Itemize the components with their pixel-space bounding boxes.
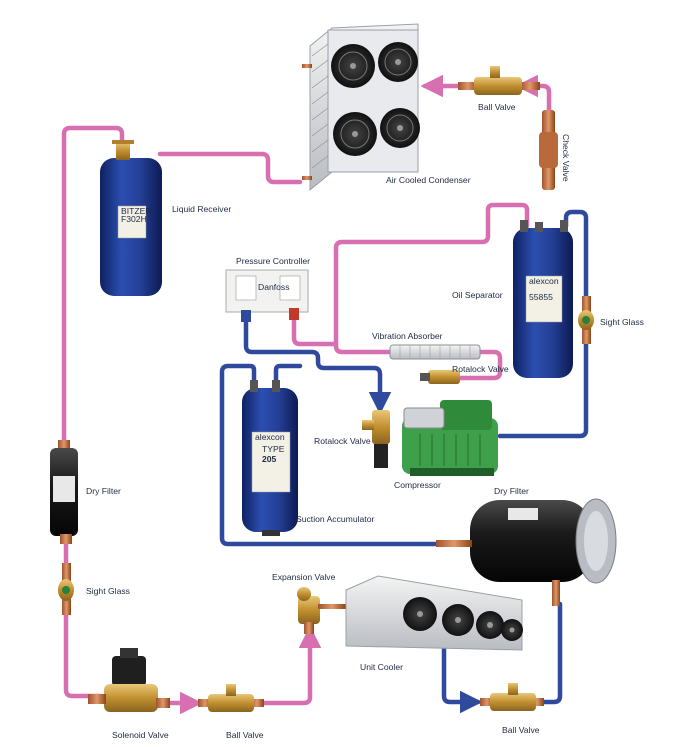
receiver-brand: BITZER — [121, 206, 152, 216]
liquid-receiver: BITZER F302H — [100, 140, 162, 296]
label-vibration-absorber: Vibration Absorber — [372, 331, 443, 341]
accumulator-brand: alexcon — [255, 432, 285, 442]
label-rotalock-valve-small: Rotalock Valve — [452, 364, 509, 374]
rotalock-valve-small — [420, 370, 460, 384]
label-dry-filter-left: Dry Filter — [86, 486, 121, 496]
label-suction-accumulator: Suction Accumulator — [296, 514, 374, 524]
label-ball-valve-bottom: Ball Valve — [226, 730, 264, 740]
label-compressor: Compressor — [394, 480, 441, 490]
label-check-valve: Check Valve — [561, 134, 571, 182]
pressure-controller: Danfoss — [225, 269, 309, 322]
accumulator-type: TYPE — [262, 444, 285, 454]
ball-valve-top — [458, 66, 540, 95]
check-valve — [539, 110, 558, 190]
solenoid-valve — [88, 648, 170, 712]
vibration-absorber — [389, 344, 481, 360]
suction-accumulator: alexcon TYPE 205 — [242, 380, 298, 536]
label-sight-glass-right: Sight Glass — [600, 317, 644, 327]
rotalock-valve — [362, 410, 390, 468]
label-oil-separator: Oil Separator — [452, 290, 503, 300]
accumulator-model: 205 — [262, 454, 277, 464]
ball-valve-bottom-right — [480, 683, 544, 711]
label-air-cooled-condenser: Air Cooled Condenser — [386, 175, 471, 185]
expansion-valve — [297, 587, 346, 634]
valve-handle-icon — [490, 66, 500, 78]
label-ball-valve-bottom-right: Ball Valve — [502, 725, 540, 735]
fan-icon — [403, 597, 523, 641]
suction-lines — [219, 209, 589, 714]
labels: Air Cooled Condenser Ball Valve Check Va… — [86, 102, 644, 740]
controller-brand: Danfoss — [258, 282, 290, 292]
sight-glass-left — [58, 563, 74, 615]
label-pressure-controller: Pressure Controller — [236, 256, 310, 266]
label-dry-filter-right: Dry Filter — [494, 486, 529, 496]
receiver-model: F302H — [121, 214, 147, 224]
fan-icon — [331, 42, 420, 156]
label-unit-cooler: Unit Cooler — [360, 662, 403, 672]
sight-glass-right — [578, 296, 594, 344]
dry-filter-left — [50, 440, 78, 544]
oil-separator: alexcon 55855 — [513, 220, 573, 378]
label-liquid-receiver: Liquid Receiver — [172, 204, 231, 214]
label-ball-valve-top: Ball Valve — [478, 102, 516, 112]
oil-sep-brand: alexcon — [529, 276, 559, 286]
unit-cooler — [345, 575, 523, 651]
discharge-liquid-lines — [61, 74, 552, 715]
label-rotalock-valve: Rotalock Valve — [314, 436, 371, 446]
label-expansion-valve: Expansion Valve — [272, 572, 336, 582]
label-sight-glass-left: Sight Glass — [86, 586, 130, 596]
dry-filter-right — [436, 498, 617, 606]
compressor — [402, 400, 498, 476]
ball-valve-bottom — [198, 684, 264, 712]
air-cooled-condenser — [302, 23, 420, 192]
label-solenoid-valve: Solenoid Valve — [112, 730, 169, 740]
oil-sep-model: 55855 — [529, 292, 553, 302]
